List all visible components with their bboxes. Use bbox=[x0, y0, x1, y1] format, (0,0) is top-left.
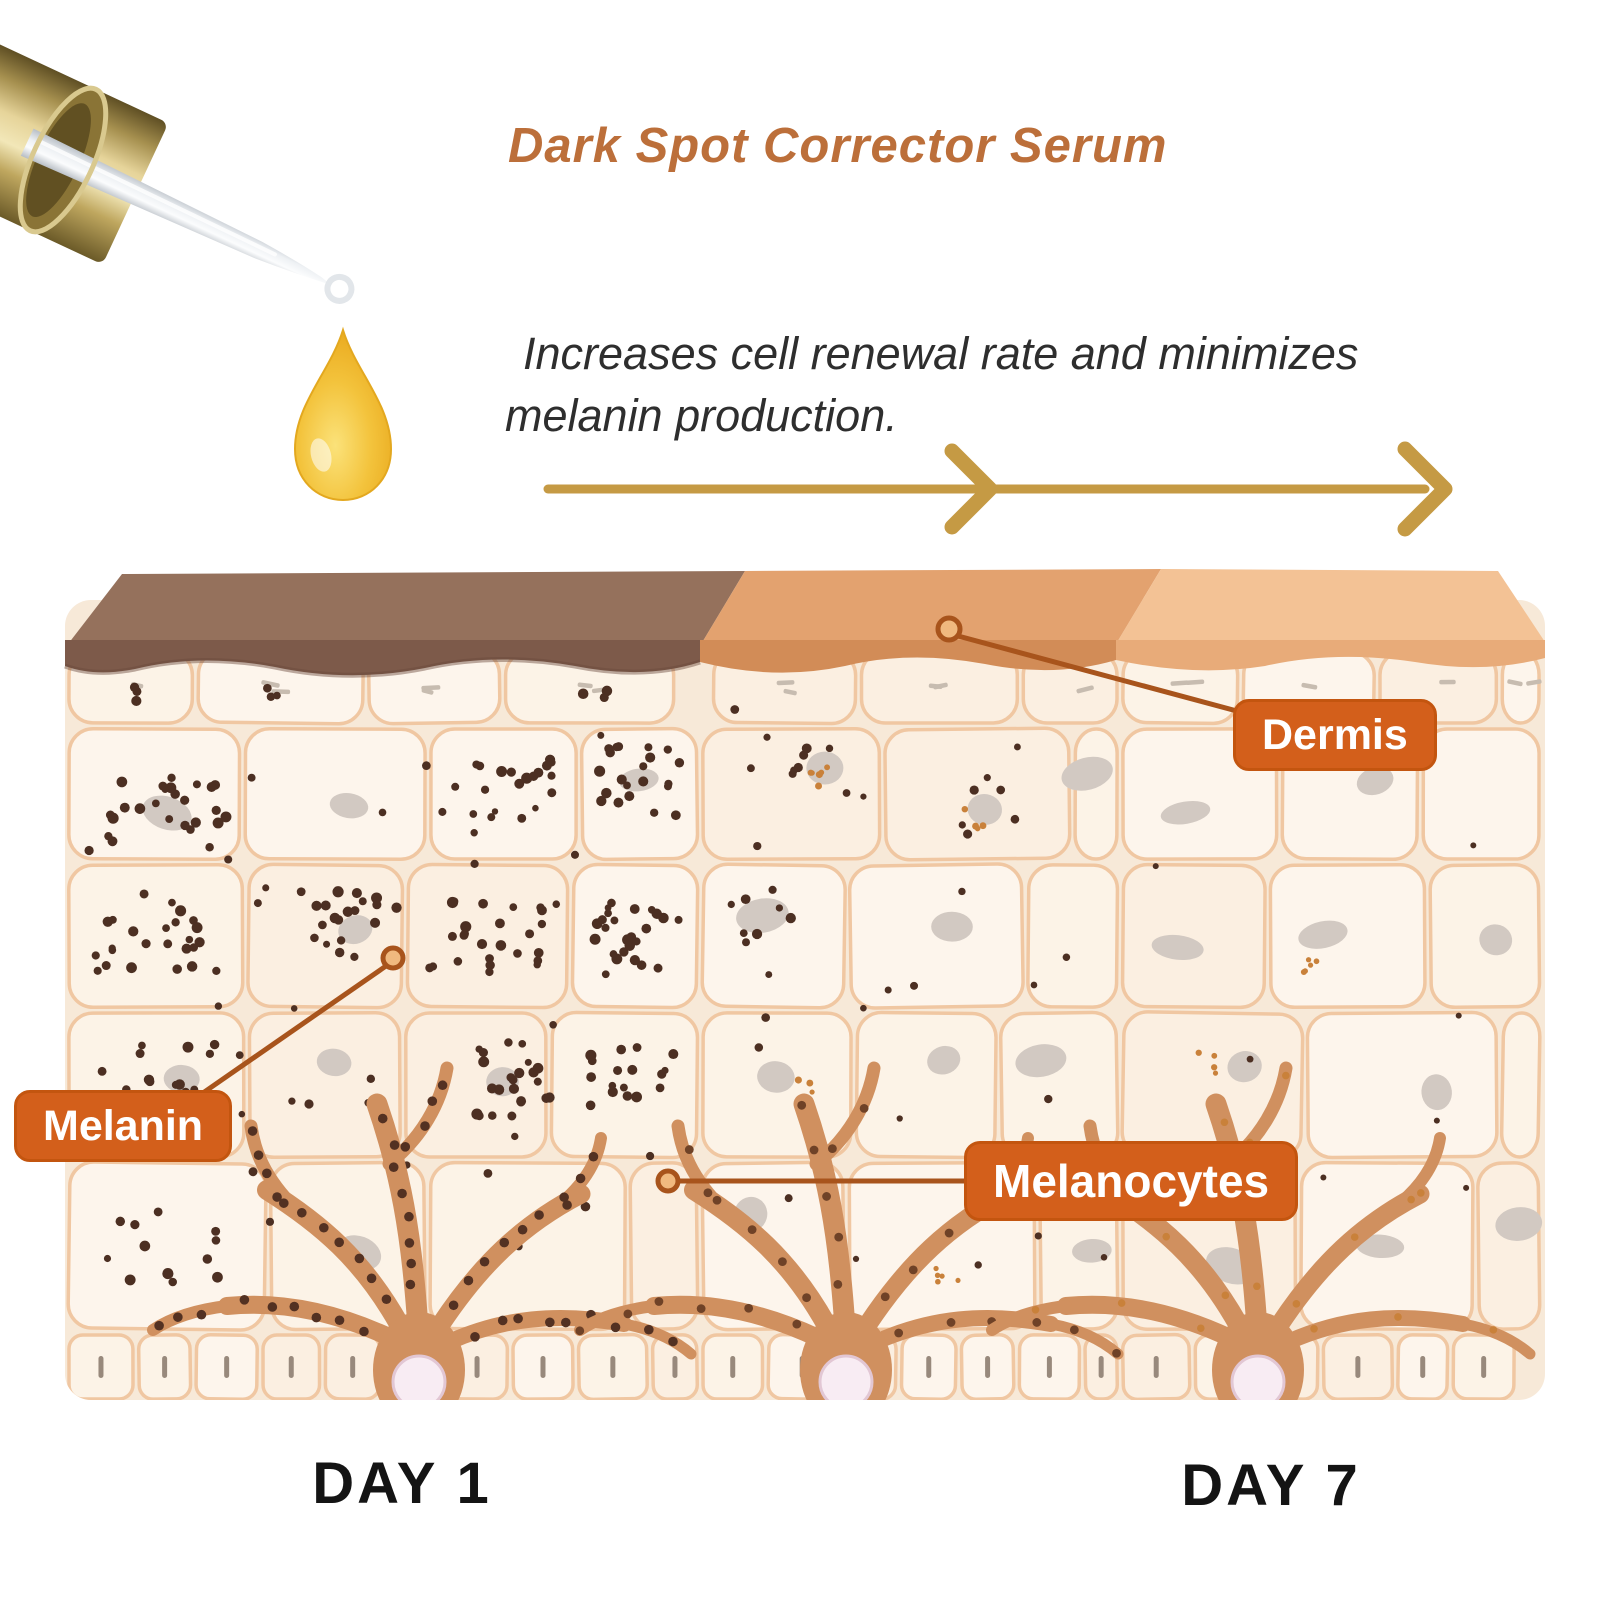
dermis-label: Dermis bbox=[1233, 699, 1437, 771]
day-1-label: DAY 1 bbox=[312, 1451, 492, 1516]
skin-surface-caps bbox=[64, 569, 1545, 678]
serum-drop-icon bbox=[293, 326, 393, 502]
melanocyte-1 bbox=[147, 1061, 697, 1400]
page-title: Dark Spot Corrector Serum bbox=[508, 119, 1168, 173]
melanocytes-label: Melanocytes bbox=[964, 1141, 1299, 1221]
melanin-label: Melanin bbox=[14, 1090, 233, 1162]
serum-description: Increases cell renewal rate and minimize… bbox=[505, 323, 1405, 447]
description-line-2: melanin production. bbox=[505, 390, 898, 441]
timeline-arrow-icon bbox=[543, 441, 1453, 537]
melanin-dots bbox=[84, 682, 1477, 1287]
dropper-icon bbox=[0, 0, 355, 304]
description-line-1: Increases cell renewal rate and minimize… bbox=[523, 328, 1359, 379]
day-7-label: DAY 7 bbox=[1181, 1453, 1361, 1518]
